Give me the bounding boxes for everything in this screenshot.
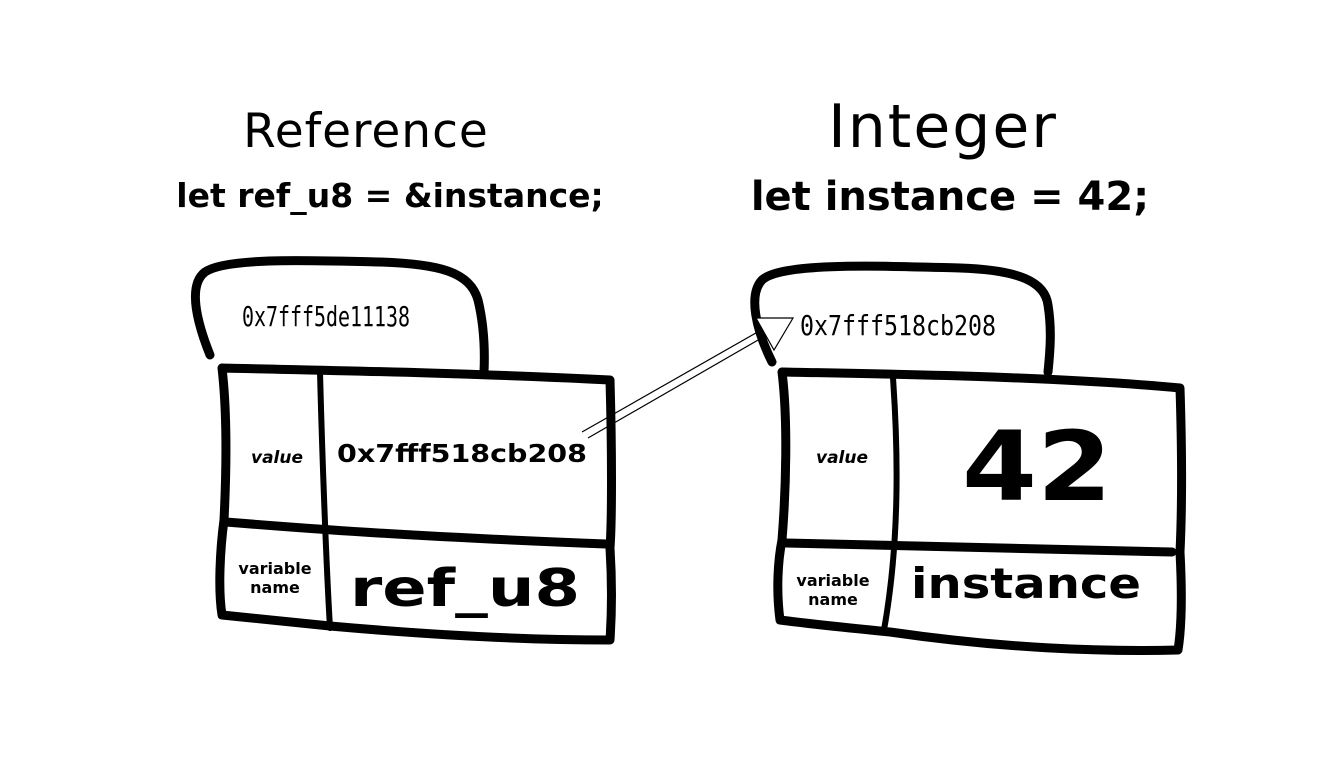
integer-value: 42 xyxy=(962,411,1112,523)
reference-address-tab xyxy=(190,256,489,377)
reference-value-label: value xyxy=(251,448,303,468)
integer-variable-name: instance xyxy=(911,559,1141,608)
integer-name-label-line1: variable xyxy=(796,571,869,590)
integer-memory-box: 0x7fff518cb208 value 42 variable name in… xyxy=(750,261,1186,655)
reference-name-label-line2: name xyxy=(250,578,300,597)
integer-row-divider xyxy=(781,538,1177,557)
reference-variable-name: ref_u8 xyxy=(350,559,580,619)
reference-column-divider xyxy=(317,369,333,631)
reference-memory-box: 0x7fff5de11138 value 0x7fff518cb208 vari… xyxy=(190,256,616,645)
reference-title: Reference xyxy=(243,104,489,159)
integer-name-label-line2: name xyxy=(808,590,858,609)
integer-box-outline xyxy=(773,367,1186,655)
reference-address: 0x7fff5de11138 xyxy=(242,300,410,333)
integer-address: 0x7fff518cb208 xyxy=(800,309,996,342)
integer-address-tab xyxy=(750,261,1055,377)
arrow-head-icon xyxy=(754,317,795,352)
reference-name-label-line1: variable xyxy=(238,559,311,578)
integer-column-divider xyxy=(881,375,900,633)
pointer-arrow xyxy=(581,317,795,439)
integer-code-statement: let instance = 42; xyxy=(750,174,1150,220)
reference-code-statement: let ref_u8 = &instance; xyxy=(176,176,604,215)
reference-box-outline xyxy=(215,363,616,645)
integer-value-label: value xyxy=(816,448,868,468)
reference-row-divider xyxy=(221,517,611,549)
reference-value: 0x7fff518cb208 xyxy=(337,439,587,468)
integer-title: Integer xyxy=(828,92,1058,162)
